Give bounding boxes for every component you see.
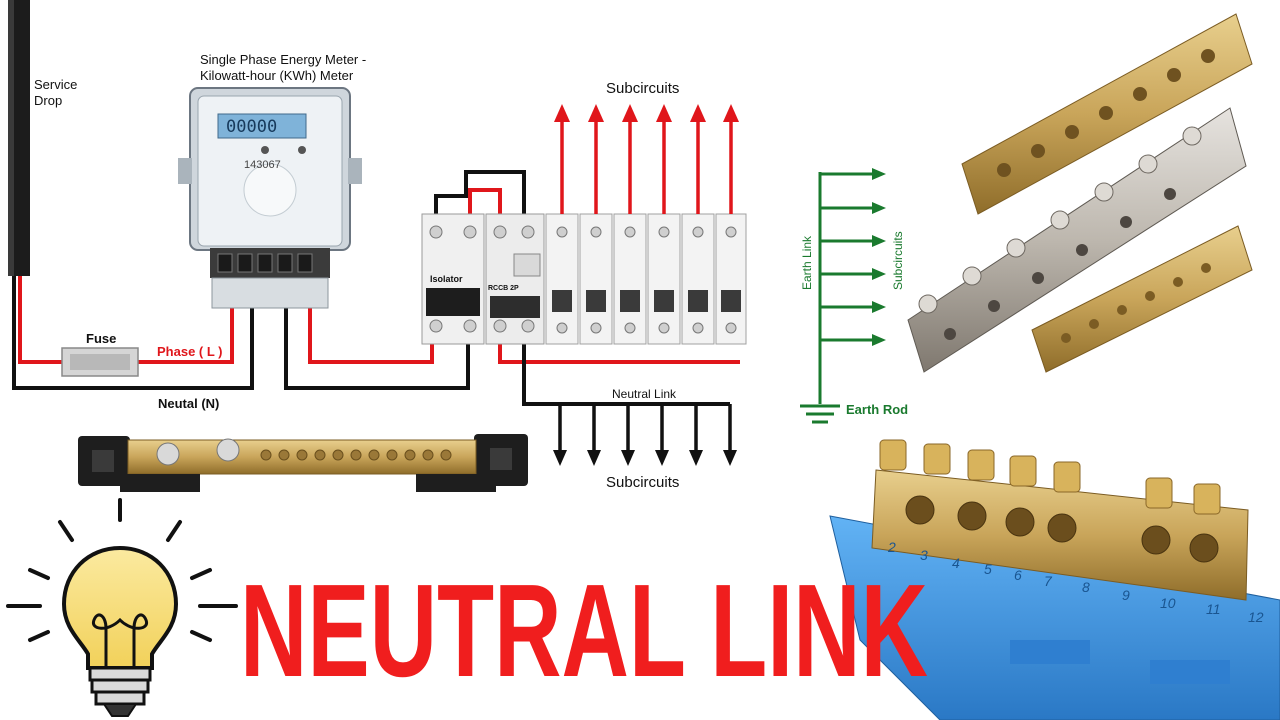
subcircuit-phase-arrows (554, 104, 739, 214)
phase-label: Phase ( L ) (157, 344, 223, 359)
busbar-photo-left (78, 434, 528, 492)
service-drop: Service Drop (8, 0, 81, 276)
busbar-din-rail-photo: 2 3 4 5 6 7 8 9 10 11 12 (829, 439, 1280, 720)
headline: NEUTRAL LINK (240, 557, 928, 704)
rccb: RCCB 2P (485, 213, 545, 345)
svg-text:9: 9 (1122, 587, 1130, 603)
isolator-label: Isolator (430, 274, 463, 284)
svg-text:5: 5 (984, 561, 992, 577)
rccb-label: RCCB 2P (488, 285, 519, 292)
busbar-photo-middle (907, 107, 1247, 373)
neutral-link-label: Neutral Link (612, 387, 677, 401)
din-rail-ruler: 2 3 4 5 6 7 8 9 10 11 12 (887, 539, 1264, 625)
earth-rod-label: Earth Rod (846, 402, 908, 417)
mcb (545, 213, 579, 345)
mcb (579, 213, 613, 345)
busbar-photo-small (1031, 225, 1253, 373)
meter-display: 00000 (226, 117, 277, 137)
energy-meter: Single Phase Energy Meter - Kilowatt-hou… (178, 52, 370, 309)
mcb (681, 213, 715, 345)
mcb-group (545, 213, 747, 345)
fuse-label: Fuse (86, 331, 116, 346)
meter-title: Single Phase Energy Meter - Kilowatt-hou… (200, 52, 370, 83)
svg-text:6: 6 (1014, 567, 1022, 583)
meter-serial: 143067 (244, 159, 281, 171)
subcircuit-neutral-arrows (553, 404, 737, 466)
service-drop-label: Service Drop (34, 77, 81, 108)
earth-subcircuits-label: Subcircuits (891, 231, 905, 290)
svg-text:2: 2 (887, 539, 896, 555)
phase-wire (18, 188, 740, 364)
svg-text:3: 3 (920, 547, 928, 563)
earth-link-label: Earth Link (800, 235, 814, 290)
svg-text:8: 8 (1082, 579, 1090, 595)
svg-text:10: 10 (1160, 595, 1176, 611)
busbar-photo-top (961, 13, 1253, 215)
neutral-label: Neutal (N) (158, 396, 219, 411)
lightbulb-icon (6, 498, 238, 717)
mcb (647, 213, 681, 345)
subcircuits-bottom-label: Subcircuits (606, 474, 679, 491)
svg-text:4: 4 (952, 555, 960, 571)
svg-text:7: 7 (1044, 573, 1053, 589)
svg-text:11: 11 (1206, 601, 1221, 617)
mcb (715, 213, 747, 345)
fuse: Fuse (61, 331, 139, 377)
svg-text:12: 12 (1248, 609, 1264, 625)
mcb (613, 213, 647, 345)
isolator: Isolator (421, 213, 485, 345)
earth-link (800, 168, 886, 424)
subcircuits-top-label: Subcircuits (606, 80, 679, 97)
